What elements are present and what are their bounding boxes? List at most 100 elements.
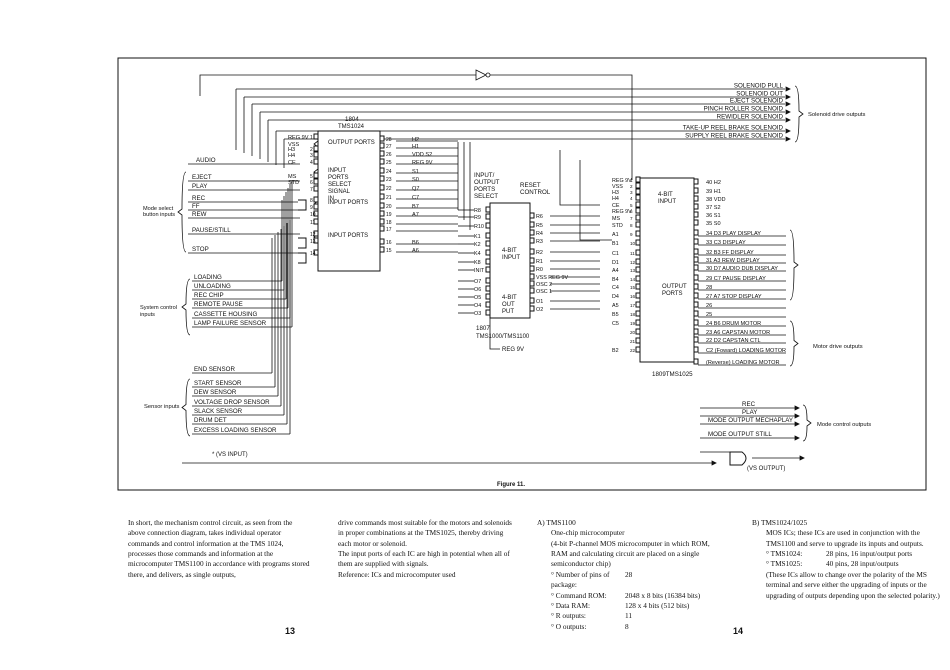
pin-label: S1 (412, 169, 419, 175)
pin-label: B6 (412, 240, 419, 246)
ic-name: 1807 (476, 325, 490, 332)
block-label: INPUT (502, 255, 520, 261)
pin-number: 27 (386, 144, 392, 150)
figure-frame (117, 57, 927, 491)
paragraph: In short, the mechanism control circuit,… (128, 518, 310, 579)
group-label: inputs (140, 312, 155, 318)
block-label: PORTS (474, 186, 495, 193)
output-label: 36 S1 (706, 213, 721, 219)
pin (379, 225, 385, 232)
bracket (181, 378, 191, 437)
input-label: START SENSOR (194, 380, 242, 387)
block-label: PUT (502, 309, 514, 315)
output-label: 30 D7 AUDIO DUB DISPLAY (706, 266, 778, 272)
ic1804-body (317, 130, 381, 272)
pin (379, 135, 385, 142)
top-wire (199, 74, 476, 96)
pin (635, 292, 641, 299)
arrowhead (711, 460, 717, 466)
pin-label: H1 (412, 144, 419, 150)
pin-label: R4 (536, 231, 543, 237)
pin (635, 201, 641, 208)
pin-label: H4 (288, 153, 295, 159)
vs-output-label: (VS OUTPUT) (747, 466, 785, 472)
pin-label: R10 (474, 224, 484, 230)
pin (693, 203, 699, 210)
pin (485, 240, 491, 247)
output-label: C2 (Foward) LOADING MOTOR (706, 348, 786, 354)
pin-label: S0 (412, 177, 419, 183)
pin-label: A7 (412, 212, 419, 218)
pin-label: R0 (536, 267, 543, 273)
pin-number: 3 (630, 190, 633, 195)
arrowhead (785, 109, 791, 115)
pin (379, 175, 385, 182)
pin-label: O7 (474, 279, 481, 285)
pin-number: 5 (630, 203, 633, 208)
pin (635, 194, 641, 201)
pin (485, 258, 491, 265)
pin (693, 195, 699, 202)
output-label: 24 B6 DRUM MOTOR (706, 321, 761, 327)
spec-value: 40 pins, 28 input/outputs (826, 559, 899, 569)
arrowhead (785, 86, 791, 92)
pin-label: CE (612, 203, 620, 209)
output-label: 28 (706, 285, 712, 291)
pin (313, 237, 319, 244)
pin (485, 301, 491, 308)
output-label: REC (742, 401, 756, 408)
bracket (802, 404, 812, 442)
pin-number: 26 (386, 152, 392, 158)
pin (379, 218, 385, 225)
output-label: MODE OUTPUT MECHAPLAY (708, 417, 793, 424)
input-label: AUDIO (196, 157, 216, 164)
pin-number: 28 (386, 137, 392, 143)
pin (379, 184, 385, 191)
pin (693, 238, 699, 245)
pin (313, 178, 319, 185)
bus-wire (579, 160, 612, 241)
output-label: (Reverse) LOADING MOTOR (706, 360, 780, 366)
paragraph: Reference: ICs and microcomputer used (338, 569, 456, 579)
block-label: RESET (520, 182, 541, 189)
spec-row: ° Data RAM:128 x 4 bits (512 bits) (551, 601, 727, 611)
pin-label: O5 (474, 295, 481, 301)
pin-label: VDD S2 (412, 152, 432, 158)
output-label: 26 (706, 303, 712, 309)
ic-name: 1804 (345, 116, 359, 123)
output-label: 27 A7 STOP DISPLAY (706, 294, 762, 300)
pin-label: H3 (612, 190, 619, 196)
solenoid-output-label: PINCH ROLLER SOLENOID (704, 106, 784, 113)
pin-label: H3 (288, 147, 295, 153)
spec-row: ° Number of pins of package:28 (551, 570, 727, 591)
ic1807-body (489, 202, 531, 319)
pin-label: VSS (288, 142, 299, 148)
ic1809-body (639, 177, 695, 363)
pin-number: 11 (630, 251, 635, 256)
pin-number: 18 (630, 312, 636, 317)
pin-label: MS (612, 216, 620, 222)
pin-number: 2 (630, 184, 633, 189)
pin (693, 178, 699, 185)
pin (313, 196, 319, 203)
pin-label: B4 (612, 277, 619, 283)
arrowhead (785, 136, 791, 142)
bracket (181, 278, 191, 336)
block-label: OUTPUT (474, 179, 500, 186)
pin (693, 274, 699, 281)
pin (693, 358, 699, 365)
spec-value: 28 (625, 569, 633, 579)
pin (379, 158, 385, 165)
text-column-1: In short, the mechanism control circuit,… (128, 518, 310, 580)
pin-number: 16 (630, 294, 636, 299)
buffer-icon (475, 69, 487, 81)
block-label: 4-BIT (502, 295, 517, 301)
solenoid-output-label: EJECT SOLENOID (730, 98, 784, 105)
paragraph: (4-bit P-channel MOS microcomputer in wh… (551, 538, 710, 569)
pin (693, 256, 699, 263)
pin (693, 187, 699, 194)
block-label: OUT (502, 302, 515, 308)
pin-number: 20 (386, 204, 392, 210)
pin-label: B2 (612, 348, 619, 354)
